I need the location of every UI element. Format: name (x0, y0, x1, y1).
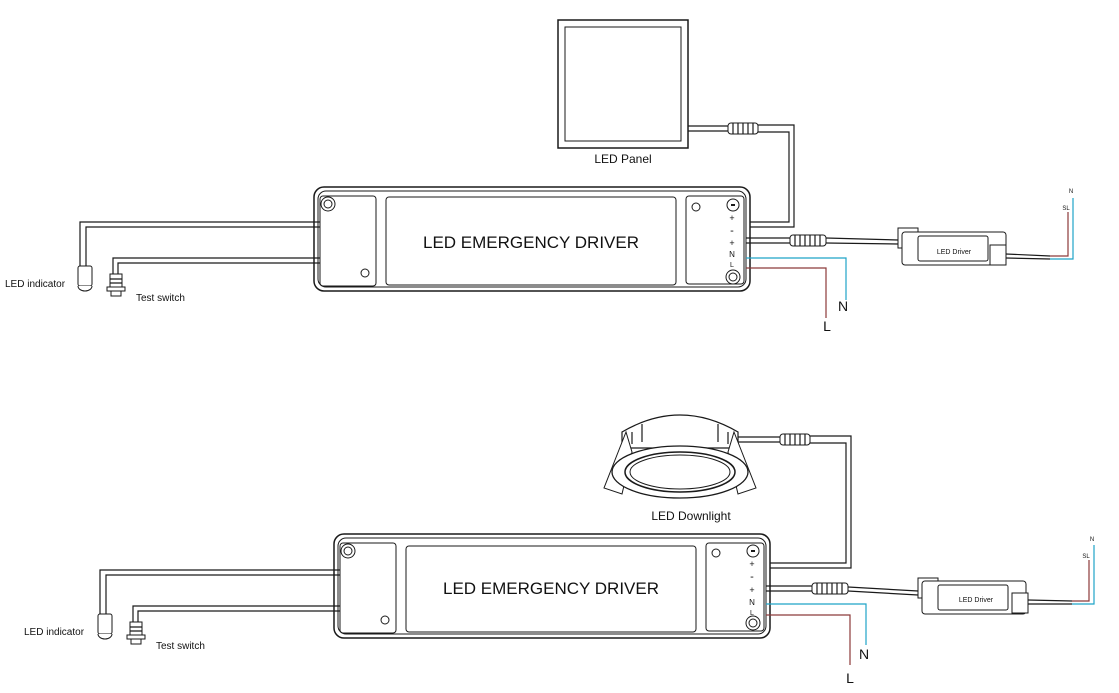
downlight-connector (738, 433, 852, 569)
top-led-indicator-label: LED indicator (5, 279, 66, 290)
top-terminal-1: + (729, 213, 734, 223)
top-test-switch-label: Test switch (136, 293, 185, 304)
top-terminal-5: L (730, 262, 734, 269)
top-live-wire (746, 267, 827, 318)
led-panel-label: LED Panel (594, 152, 651, 166)
bottom-emergency-driver (333, 533, 771, 639)
bottom-terminal-5: L (750, 610, 754, 617)
top-test-switch-icon (106, 273, 126, 297)
top-led-driver-module (897, 227, 1051, 266)
panel-connector (688, 122, 795, 228)
bottom-mains-n-label: N (1090, 537, 1094, 543)
bottom-switch-wire (132, 605, 340, 622)
top-led-driver-cable (746, 234, 899, 247)
top-indicator-wire (79, 221, 320, 266)
bottom-test-switch-icon (126, 621, 146, 645)
top-wiring-diagram: LED Panel LED EMERGENCY DRIVER (5, 19, 1074, 334)
top-mains-sl-label: SL (1062, 206, 1070, 212)
top-neutral-wire (746, 257, 847, 300)
bottom-terminal-2: - (750, 571, 754, 583)
top-switch-wire (112, 257, 320, 274)
bottom-indicator-wire (99, 569, 340, 614)
bottom-live-wire (766, 614, 851, 665)
bottom-test-switch-label: Test switch (156, 641, 205, 652)
led-panel (557, 19, 689, 149)
bottom-terminal-1: + (749, 559, 754, 569)
top-neutral-label: N (838, 298, 848, 314)
top-mains-n-label: N (1069, 189, 1073, 195)
led-downlight-label: LED Downlight (651, 509, 731, 523)
top-terminal-2: - (730, 225, 734, 237)
bottom-led-driver-module (917, 577, 1073, 615)
bottom-neutral-label: N (859, 646, 869, 662)
top-terminal-3: + (729, 238, 734, 248)
bottom-led-driver-label: LED Driver (959, 597, 994, 604)
led-downlight (603, 414, 757, 499)
top-terminal-4: N (729, 250, 735, 259)
bottom-led-indicator-label: LED indicator (24, 627, 85, 638)
bottom-mains-sl-label: SL (1082, 554, 1090, 560)
top-driver-title: LED EMERGENCY DRIVER (423, 233, 639, 252)
top-live-label: L (823, 318, 831, 334)
top-led-indicator-icon (77, 265, 93, 292)
bottom-driver-title: LED EMERGENCY DRIVER (443, 579, 659, 598)
bottom-neutral-wire (766, 603, 867, 645)
bottom-live-label: L (846, 670, 854, 686)
top-emergency-driver (313, 186, 751, 292)
bottom-wiring-diagram: LED Downlight LED EMERGENCY DRIVER (24, 414, 1095, 686)
bottom-terminal-4: N (749, 598, 755, 607)
bottom-led-indicator-icon (97, 613, 113, 640)
top-led-driver-label: LED Driver (937, 249, 972, 256)
bottom-led-driver-cable (766, 582, 919, 596)
bottom-terminal-3: + (749, 585, 754, 595)
